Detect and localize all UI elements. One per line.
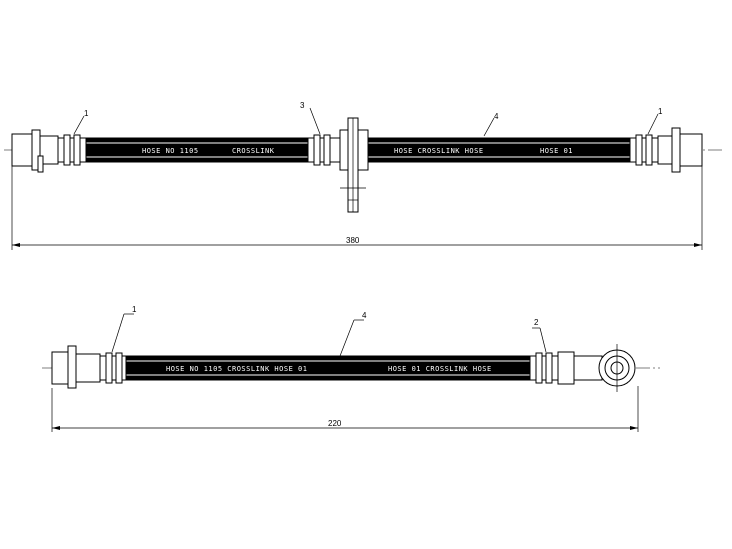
part-labels: 1 3 4 1 [73, 101, 663, 137]
part-label: 4 [494, 112, 499, 121]
part-label: 3 [300, 101, 305, 110]
hose-assembly-top: HOSE NO 1105 CROSSLINK HOSE CROSSLINK HO… [4, 101, 722, 250]
hose-marking: HOSE NO 1105 [142, 147, 199, 155]
part-labels: 1 4 2 [111, 305, 547, 357]
part-label: 1 [658, 107, 663, 116]
hose-marking: HOSE 01 CROSSLINK HOSE [388, 365, 492, 373]
end-fitting-right [629, 127, 703, 173]
dimension-line: 380 [11, 166, 703, 250]
hose-marking: HOSE CROSSLINK HOSE [394, 147, 484, 155]
hose-marking: HOSE 01 [540, 147, 573, 155]
hose-marking: CROSSLINK [232, 147, 275, 155]
hose-assembly-bottom: HOSE NO 1105 CROSSLINK HOSE 01 HOSE 01 C… [42, 305, 660, 432]
dimension-line: 220 [51, 386, 639, 432]
end-fitting-left [11, 129, 87, 173]
part-label: 1 [84, 109, 89, 118]
part-label: 1 [132, 305, 137, 314]
hose-marking: HOSE NO 1105 CROSSLINK HOSE 01 [166, 365, 307, 373]
hose-body: HOSE NO 1105 CROSSLINK HOSE 01 HOSE 01 C… [125, 355, 531, 381]
end-fitting-left [51, 345, 127, 389]
dimension-value: 220 [328, 419, 342, 428]
dimension-value: 380 [346, 236, 360, 245]
banjo-fitting [529, 344, 636, 392]
part-label: 4 [362, 311, 367, 320]
bracket-fitting [307, 117, 369, 213]
hose-body: HOSE NO 1105 CROSSLINK HOSE CROSSLINK HO… [85, 137, 631, 163]
part-label: 2 [534, 318, 539, 327]
